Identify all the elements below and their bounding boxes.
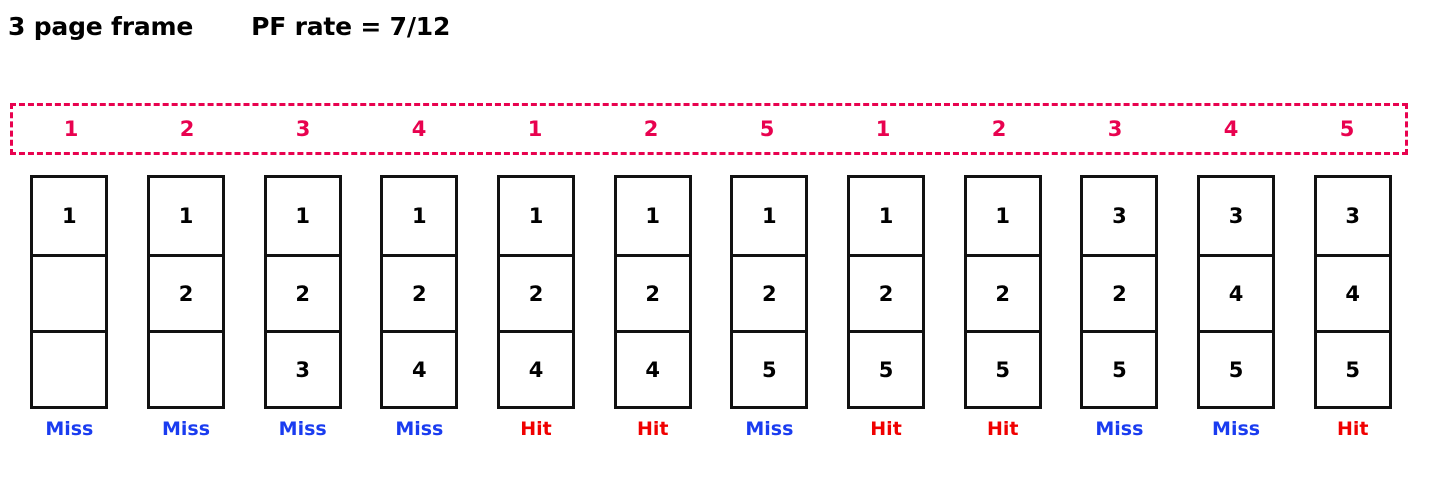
status-badge: Miss — [1095, 418, 1144, 440]
frame-cell: 5 — [1200, 330, 1273, 406]
frame-cell: 3 — [1228, 204, 1244, 228]
frame-cell: 5 — [966, 330, 1039, 406]
frame-cell: 2 — [266, 254, 339, 330]
status-badge: Miss — [45, 418, 94, 440]
page-header: 3 page frame PF rate = 7/12 — [8, 12, 450, 41]
frame-cell: 4 — [1316, 254, 1389, 330]
status-badge: Miss — [395, 418, 444, 440]
reference-string-cell: 4 — [1223, 117, 1239, 141]
frame-cell: 3 — [266, 330, 339, 406]
status-badge: Miss — [278, 418, 327, 440]
reference-string-row: 1 2 3 4 1 2 5 1 2 3 4 5 — [10, 103, 1408, 155]
reference-string-cell: 2 — [179, 117, 195, 141]
frame-cell: 4 — [383, 330, 456, 406]
frame-cell: 1 — [878, 204, 894, 228]
frame-cell: 3 — [1112, 204, 1127, 228]
reference-string-cell: 1 — [875, 117, 891, 141]
status-badge: Hit — [636, 418, 669, 440]
frame-cell: 5 — [733, 330, 806, 406]
reference-string-cell: 5 — [1339, 117, 1355, 141]
frame-cell: 2 — [383, 254, 456, 330]
reference-string-cell: 2 — [991, 117, 1007, 141]
frame-cell: 1 — [645, 204, 660, 228]
status-badge: Miss — [1212, 418, 1261, 440]
frame-cell: 2 — [966, 254, 1039, 330]
frame-cell — [150, 330, 222, 406]
status-badge: Hit — [986, 418, 1019, 440]
reference-string-cell: 2 — [643, 117, 659, 141]
frame-cell: 4 — [1200, 254, 1273, 330]
frame-box: 1 — [30, 175, 109, 409]
frame-cell: 5 — [1083, 330, 1156, 406]
frame-cell — [33, 254, 106, 330]
frame-cell: 2 — [500, 254, 573, 330]
frame-cell: 2 — [733, 254, 806, 330]
reference-string-cell: 3 — [295, 117, 311, 141]
frame-cell: 3 — [1345, 204, 1361, 228]
frame-cell: 1 — [762, 204, 777, 228]
page-title: 3 page frame — [8, 12, 194, 41]
frame-cell: 1 — [178, 204, 194, 228]
frame-cell: 2 — [850, 254, 923, 330]
status-badge: Miss — [745, 418, 794, 440]
frame-cell: 1 — [995, 204, 1011, 228]
frame-cell: 1 — [528, 204, 544, 228]
status-badge: Miss — [161, 418, 211, 440]
pf-rate-label: PF rate = 7/12 — [251, 12, 451, 41]
status-badge: Hit — [520, 418, 552, 440]
reference-string-cell: 1 — [527, 117, 543, 141]
frame-cell: 1 — [412, 204, 427, 228]
status-badge: Hit — [1336, 418, 1369, 440]
reference-string-cell: 5 — [759, 117, 775, 141]
reference-string-cell: 1 — [63, 117, 79, 141]
frame-cell: 1 — [295, 204, 310, 228]
frame-cell: 2 — [150, 254, 222, 330]
frame-cell: 4 — [616, 330, 689, 406]
reference-string-cell: 4 — [411, 117, 427, 141]
frame-cell: 5 — [850, 330, 923, 406]
frame-cell: 5 — [1316, 330, 1389, 406]
frame-cell: 1 — [62, 204, 77, 228]
frame-cell: 2 — [616, 254, 689, 330]
frame-cell — [33, 330, 106, 406]
reference-string-cell: 3 — [1107, 117, 1123, 141]
status-badge: Hit — [870, 418, 902, 440]
frame-cell: 4 — [500, 330, 573, 406]
frame-cell: 2 — [1083, 254, 1156, 330]
